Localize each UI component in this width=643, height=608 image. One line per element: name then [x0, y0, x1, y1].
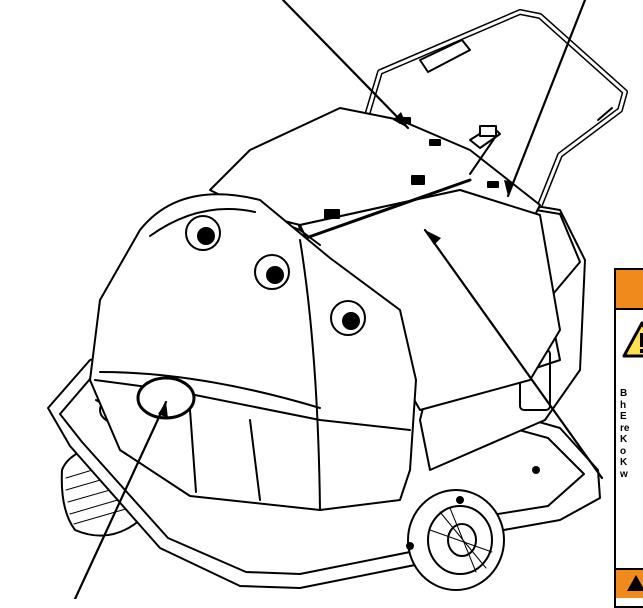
oval-badge — [136, 376, 196, 420]
warning-text-line: h — [620, 399, 627, 411]
warning-text-line: B — [620, 388, 628, 399]
small-warning-icon — [627, 575, 643, 591]
warning-text-line: w — [620, 468, 628, 480]
warning-label: B h E re K o K w — [614, 268, 643, 608]
warning-text-line: K — [620, 434, 628, 445]
warning-label-footer — [616, 568, 643, 598]
warning-label-text: B h E re K o K w — [620, 388, 643, 480]
warning-label-header — [616, 270, 643, 310]
warning-text-line: E — [620, 411, 627, 422]
top-cover — [209, 107, 561, 411]
frame-rivets — [406, 466, 540, 550]
leader-arrowheads — [158, 112, 514, 418]
rear-wheel — [407, 489, 505, 591]
leader-line-badge — [73, 400, 168, 601]
leader-line-handle-area — [506, 0, 587, 198]
warning-text-line: o — [620, 445, 627, 457]
warning-triangle-icon — [622, 321, 643, 358]
warning-text-line: re — [620, 422, 630, 434]
front-hood — [89, 193, 417, 511]
warning-text-line: K — [620, 457, 628, 468]
leader-line-hopper — [423, 228, 604, 480]
leader-line-top-cover — [281, 0, 410, 130]
callout-leader-lines — [73, 0, 604, 601]
vent-grilles — [185, 215, 366, 336]
